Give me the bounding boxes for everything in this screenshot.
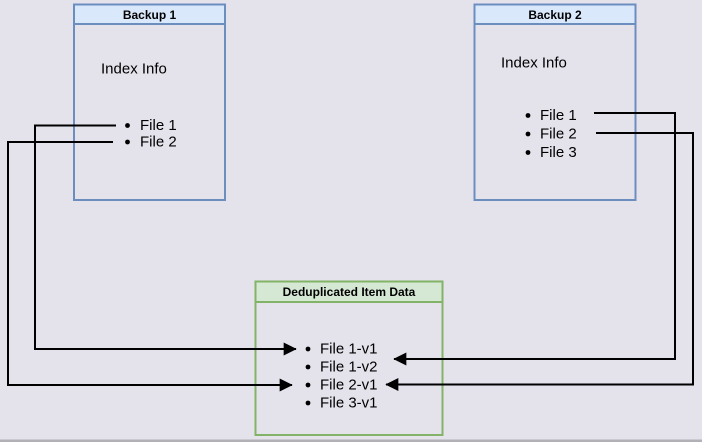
backup2-item: File 3 xyxy=(540,144,577,161)
arrow-backup1-file1-to-file1v1 xyxy=(34,124,297,356)
bullet-icon xyxy=(125,123,130,128)
backup1-box: Backup 1 Index Info File 1 File 2 xyxy=(73,3,226,201)
dedup-item: File 2-v1 xyxy=(320,377,378,394)
bullet-icon xyxy=(525,113,531,118)
bullet-icon xyxy=(525,131,531,137)
backup2-title: Backup 2 xyxy=(528,8,582,22)
arrow-backup1-file2-to-file2v1 xyxy=(7,141,293,392)
arrow-backup2-file1-to-file1v2 xyxy=(393,112,676,366)
backup1-subtitle: Index Info xyxy=(101,61,167,78)
bullet-icon xyxy=(125,139,130,145)
backup2-item: File 2 xyxy=(540,126,577,143)
backup1-item: File 2 xyxy=(140,134,177,151)
backup1-header xyxy=(73,3,226,25)
arrow-backup2-file2-to-file2v1 xyxy=(385,132,694,391)
dedup-box: Deduplicated Item Data File 1-v1 File 1-… xyxy=(254,280,444,436)
bullet-icon xyxy=(305,382,311,388)
backup2-subtitle: Index Info xyxy=(501,55,567,72)
window-bottom-edge xyxy=(0,439,702,442)
dedup-title: Deduplicated Item Data xyxy=(283,285,416,299)
backup2-item: File 1 xyxy=(540,107,577,124)
dedup-header xyxy=(254,280,444,303)
backup2-box: Backup 2 Index Info File 1 File 2 File 3 xyxy=(473,3,637,201)
bullet-icon xyxy=(305,400,311,406)
dedup-item: File 1-v1 xyxy=(320,341,378,358)
backup1-title: Backup 1 xyxy=(123,8,177,22)
bullet-icon xyxy=(525,150,531,155)
backup1-item: File 1 xyxy=(140,117,177,134)
bullet-icon xyxy=(305,364,311,370)
backup2-header xyxy=(473,3,637,25)
dedup-item: File 1-v2 xyxy=(320,359,378,376)
dedup-item: File 3-v1 xyxy=(320,395,378,412)
bullet-icon xyxy=(305,346,311,352)
